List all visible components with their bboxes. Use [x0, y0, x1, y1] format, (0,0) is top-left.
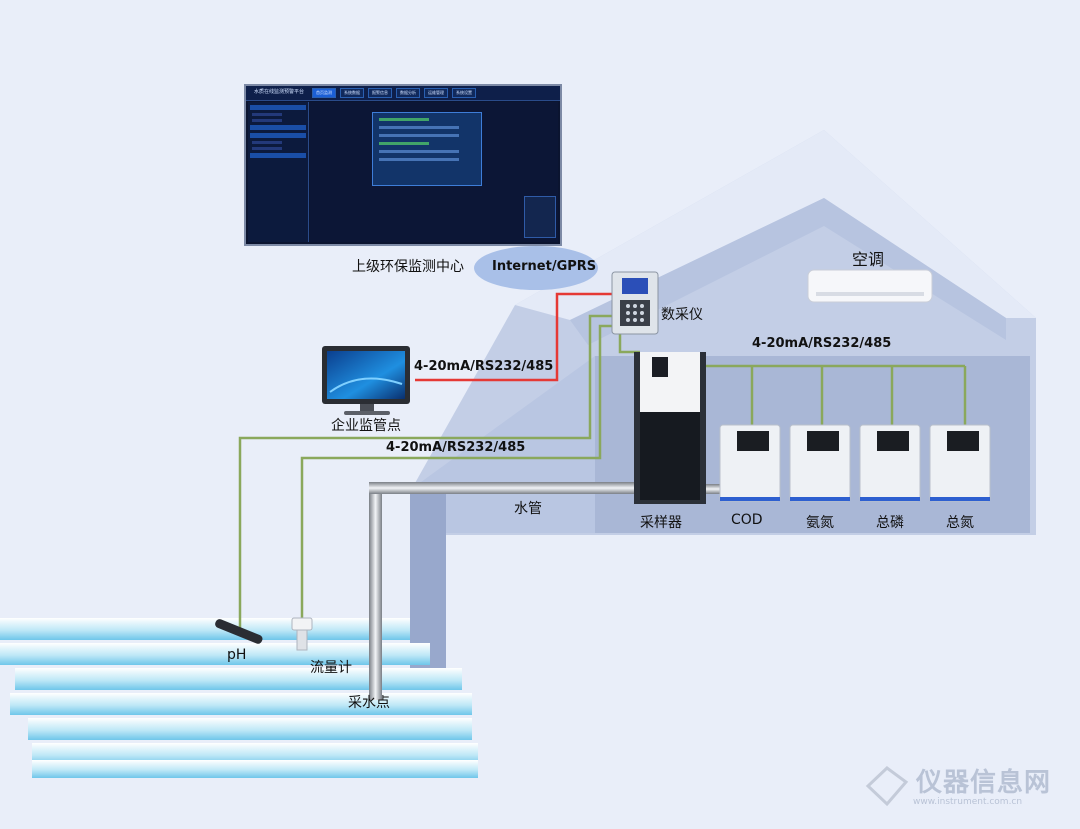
ph-label: pH [227, 647, 247, 663]
dashboard-tab[interactable]: 数据分析 [396, 88, 420, 98]
water-step-3 [15, 668, 462, 690]
internet-cloud [474, 246, 598, 290]
daq-sampler-cable [618, 330, 640, 354]
dashboard-tab[interactable]: 系统设置 [452, 88, 476, 98]
monitoring-center-label: 上级环保监测中心 [352, 259, 464, 275]
flowmeter-sensor [291, 617, 313, 651]
cod-analyzer [719, 424, 781, 502]
enterprise-monitor [322, 346, 410, 415]
phosphorus-analyzer [859, 424, 921, 502]
nitrogen-analyzer [929, 424, 991, 502]
daq-screen [622, 278, 648, 294]
enterprise-label: 企业监管点 [331, 418, 401, 434]
signal-cables [238, 314, 967, 630]
data-acquisition-device [611, 271, 659, 335]
cod-label: COD [731, 512, 763, 528]
daq-label: 数采仪 [661, 307, 703, 323]
watermark-url: www.instrument.com.cn [913, 797, 1023, 807]
ammonia-analyzer [789, 424, 851, 502]
ammonia-label: 氨氮 [806, 515, 834, 531]
dashboard-tab[interactable]: 系统数据 [340, 88, 364, 98]
dashboard-header: 水质在线监测预警平台 首页监测 系统数据 报警信息 数据分析 运维管理 系统设置 [246, 86, 560, 101]
water-body [0, 618, 478, 778]
dashboard-legend [524, 196, 556, 238]
dashboard-sidebar [248, 102, 309, 242]
water-step-4 [10, 693, 472, 715]
ph-cable [238, 314, 612, 630]
flowmeter-cable [300, 324, 612, 620]
dashboard-tab[interactable]: 运维管理 [424, 88, 448, 98]
watermark-text: 仪器信息网 [916, 768, 1052, 798]
flowmeter-label: 流量计 [310, 660, 352, 676]
sampler-label: 采样器 [640, 515, 682, 531]
protocol-label-room: 4-20mA/RS232/485 [752, 336, 892, 351]
dashboard-station-popup [372, 112, 482, 186]
dashboard-tab[interactable]: 首页监测 [312, 88, 336, 98]
dashboard-tabs: 首页监测 系统数据 报警信息 数据分析 运维管理 系统设置 [312, 88, 476, 98]
water-pipe-label: 水管 [514, 501, 542, 517]
protocol-label-monitor: 4-20mA/RS232/485 [414, 359, 554, 374]
dashboard-title: 水质在线监测预警平台 [254, 89, 305, 95]
internet-gprs-label: Internet/GPRS [492, 259, 597, 274]
phosphorus-label: 总磷 [876, 515, 904, 531]
water-sampler [634, 352, 706, 504]
sampling-point-label: 采水点 [348, 695, 390, 711]
water-step-1 [0, 618, 410, 640]
monitoring-center-dashboard: 水质在线监测预警平台 首页监测 系统数据 报警信息 数据分析 运维管理 系统设置 [244, 84, 562, 246]
water-step-7 [32, 760, 478, 778]
aircon-label: 空调 [852, 250, 885, 269]
water-step-2 [0, 643, 430, 665]
red-signal-cable [415, 292, 612, 382]
house-pillar [410, 490, 446, 670]
protocol-label-lower: 4-20mA/RS232/485 [386, 440, 526, 455]
water-pipe [369, 482, 720, 700]
air-conditioner [807, 269, 933, 303]
watermark-logo-icon [865, 766, 909, 807]
water-step-6 [32, 743, 478, 765]
water-step-5 [28, 718, 472, 740]
nitrogen-label: 总氮 [946, 515, 974, 531]
monitor-screen [327, 351, 405, 399]
dashboard-tab[interactable]: 报警信息 [368, 88, 392, 98]
ph-probe [215, 619, 263, 644]
analyzers [719, 424, 991, 502]
